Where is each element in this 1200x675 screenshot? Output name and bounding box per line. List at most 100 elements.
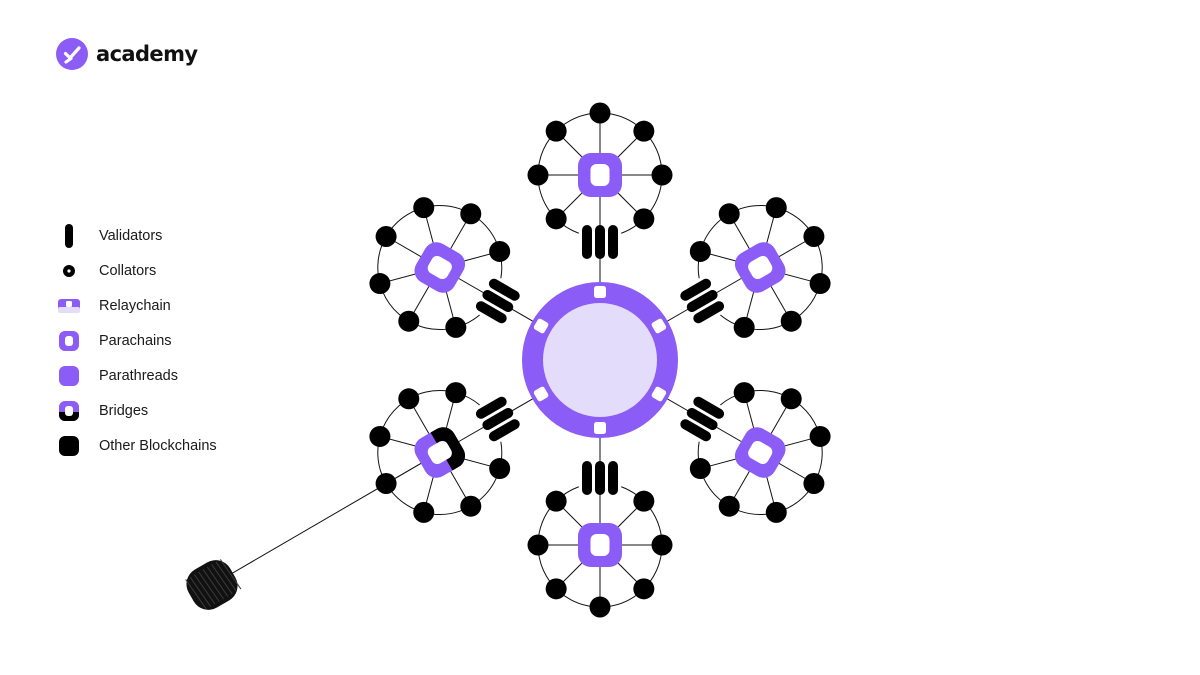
collator-node	[803, 473, 825, 494]
validator-group	[582, 461, 618, 495]
validator-group	[475, 278, 520, 324]
collator-node	[545, 490, 567, 512]
collator-node	[375, 226, 397, 247]
relay-chain-slot	[533, 386, 549, 402]
nodes	[185, 102, 831, 618]
validator-group	[680, 396, 725, 442]
relay-chain-slot	[651, 318, 667, 334]
collator-node	[651, 164, 673, 186]
validator-node	[693, 396, 725, 419]
bridge-bottom-left	[369, 382, 511, 523]
relaychain-icon	[56, 293, 82, 319]
parachain-node	[734, 242, 786, 293]
parachain-bottom	[527, 490, 673, 618]
validator-node	[608, 225, 618, 259]
parachain-icon	[56, 328, 82, 354]
validator-node	[475, 396, 507, 419]
validator-group	[475, 396, 520, 442]
legend-item-parathreads: Parathreads	[56, 358, 217, 393]
validator-node	[482, 408, 514, 430]
validator-group	[680, 278, 725, 324]
validator-node	[680, 419, 712, 442]
validator-node	[582, 225, 592, 259]
validator-node	[595, 461, 605, 495]
legend-label: Validators	[99, 227, 163, 244]
brand-name: academy	[96, 42, 198, 66]
relay-chain-slot	[533, 318, 549, 334]
parachain-node	[578, 523, 622, 567]
legend-item-bridges: Bridges	[56, 393, 217, 428]
parachain-top	[527, 102, 673, 230]
legend-label: Parathreads	[99, 367, 178, 384]
legend-item-validators: Validators	[56, 218, 217, 253]
legend-label: Bridges	[99, 402, 149, 419]
collator-node	[718, 495, 740, 517]
collator-node	[369, 425, 391, 447]
legend: Validators Collators Relaychain Parachai…	[56, 218, 217, 463]
collator-node	[780, 388, 802, 410]
validator-node	[595, 225, 605, 259]
check-badge-icon	[56, 38, 88, 70]
collator-node	[689, 458, 711, 480]
collator-node	[633, 120, 655, 142]
legend-label: Parachains	[99, 332, 172, 349]
legend-item-collators: Collators	[56, 253, 217, 288]
connection-lines	[211, 113, 821, 607]
bridge-icon	[56, 398, 82, 424]
relay-chain	[522, 282, 678, 438]
validator-node	[488, 419, 520, 442]
collator-node	[809, 425, 831, 447]
collator-node	[589, 596, 611, 618]
collator-node	[527, 534, 549, 556]
legend-item-parachains: Parachains	[56, 323, 217, 358]
validator-node	[686, 408, 718, 430]
validator-node	[475, 301, 507, 324]
relay-chain-slot	[651, 386, 667, 402]
validator-node	[488, 278, 520, 301]
parachain-top-left	[369, 197, 511, 338]
collator-node	[689, 240, 711, 262]
collator-node	[803, 226, 825, 247]
legend-label: Relaychain	[99, 297, 171, 314]
validator-group	[582, 225, 618, 259]
other-blockchain-node	[185, 559, 242, 610]
parachain-node	[414, 242, 466, 293]
collator-node	[413, 501, 435, 523]
validator-node	[693, 301, 725, 324]
collator-node	[733, 382, 755, 404]
collator-node	[589, 102, 611, 124]
collator-node	[375, 473, 397, 494]
collator-node	[809, 273, 831, 295]
parachain-bottom-right	[689, 382, 831, 523]
collator-node	[445, 316, 467, 338]
collator-node	[460, 203, 482, 225]
other-blockchain-icon	[56, 433, 82, 459]
collator-node	[489, 458, 511, 480]
validator-node	[582, 461, 592, 495]
collator-node	[369, 273, 391, 295]
collator-node	[780, 310, 802, 332]
collator-node	[545, 208, 567, 230]
collator-node	[718, 203, 740, 225]
collator-icon	[56, 258, 82, 284]
parachain-node	[734, 427, 786, 478]
validator-icon	[56, 223, 82, 249]
validator-node	[686, 290, 718, 312]
collator-node	[765, 197, 787, 219]
relay-chain-slot	[594, 422, 606, 434]
parathread-icon	[56, 363, 82, 389]
brand: academy	[56, 38, 198, 70]
collator-node	[545, 578, 567, 600]
bridge-node	[409, 422, 470, 483]
parachain-node	[578, 153, 622, 197]
collator-node	[413, 197, 435, 219]
collator-node	[651, 534, 673, 556]
parachain-top-right	[689, 197, 831, 338]
collator-node	[489, 240, 511, 262]
collator-node	[545, 120, 567, 142]
legend-label: Other Blockchains	[99, 437, 217, 454]
collator-node	[633, 490, 655, 512]
collator-node	[398, 388, 420, 410]
collator-node	[527, 164, 549, 186]
